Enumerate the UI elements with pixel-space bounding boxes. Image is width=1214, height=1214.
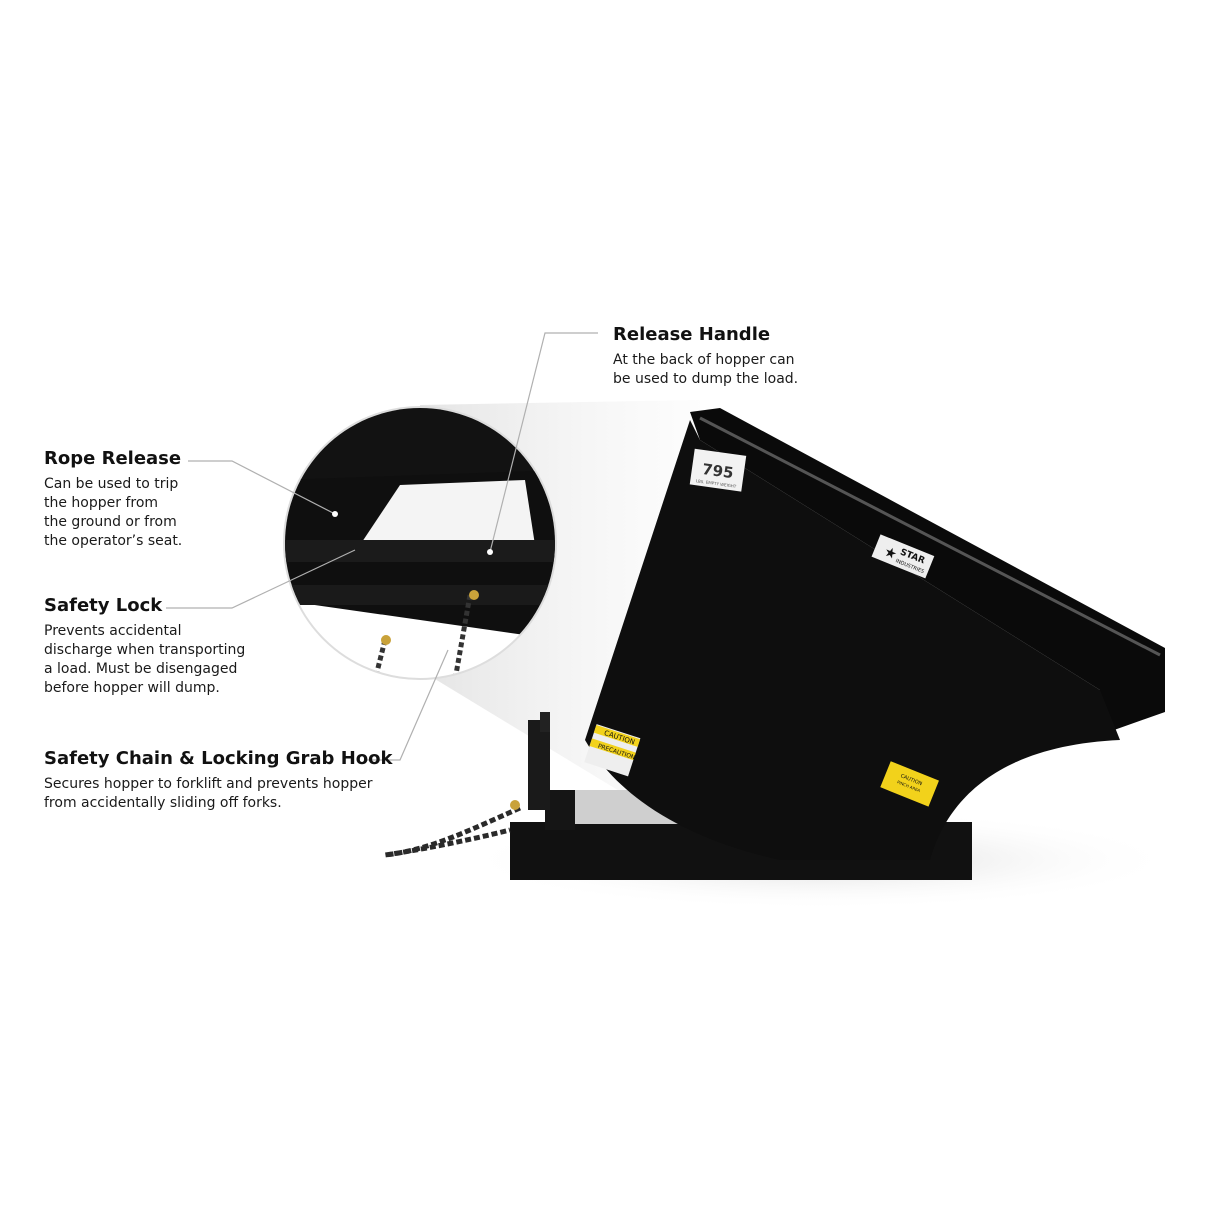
weight-number: 795 xyxy=(701,460,735,482)
callout-safety-lock: Safety Lock Prevents accidental discharg… xyxy=(44,595,245,698)
callout-line: Can be used to trip xyxy=(44,476,179,492)
callout-release-handle: Release Handle At the back of hopper can… xyxy=(613,324,798,389)
callout-line: Secures hopper to forklift and prevents … xyxy=(44,776,373,792)
callout-title: Release Handle xyxy=(613,324,771,345)
callout-line: before hopper will dump. xyxy=(44,680,220,696)
leader-lines xyxy=(166,332,598,761)
callout-title: Rope Release xyxy=(44,448,182,469)
leader-safety-lock xyxy=(166,549,356,609)
caution-decal-right: CAUTION PINCH AREA xyxy=(880,761,939,807)
callout-line: from accidentally sliding off forks. xyxy=(44,795,282,811)
callout-line: the hopper from xyxy=(44,495,159,511)
callout-line: the ground or from xyxy=(44,514,177,530)
callout-line: Prevents accidental xyxy=(44,623,182,639)
caution-decal-left: CAUTION PRECAUTION xyxy=(584,724,641,777)
weight-caption: LBS. EMPTY WEIGHT xyxy=(696,478,738,489)
callout-line: the operator’s seat. xyxy=(44,533,183,549)
leader-rope-release xyxy=(188,460,336,515)
safety-chain xyxy=(384,805,522,858)
leader-release-handle xyxy=(489,332,598,553)
weight-label: 795 LBS. EMPTY WEIGHT xyxy=(689,448,747,492)
callout-line: be used to dump the load. xyxy=(613,371,799,387)
callout-title: Safety Chain & Locking Grab Hook xyxy=(44,748,393,769)
leader-safety-chain xyxy=(364,649,449,761)
callout-line: At the back of hopper can xyxy=(613,352,795,368)
svg-text:★: ★ xyxy=(882,544,900,564)
callout-title: Safety Lock xyxy=(44,595,163,616)
callout-rope-release: Rope Release Can be used to trip the hop… xyxy=(44,448,182,551)
callout-line: a load. Must be disengaged xyxy=(44,661,238,677)
callout-line: discharge when transporting xyxy=(44,642,246,658)
hopper-body xyxy=(585,420,1120,860)
callout-safety-chain: Safety Chain & Locking Grab Hook Secures… xyxy=(44,748,392,813)
